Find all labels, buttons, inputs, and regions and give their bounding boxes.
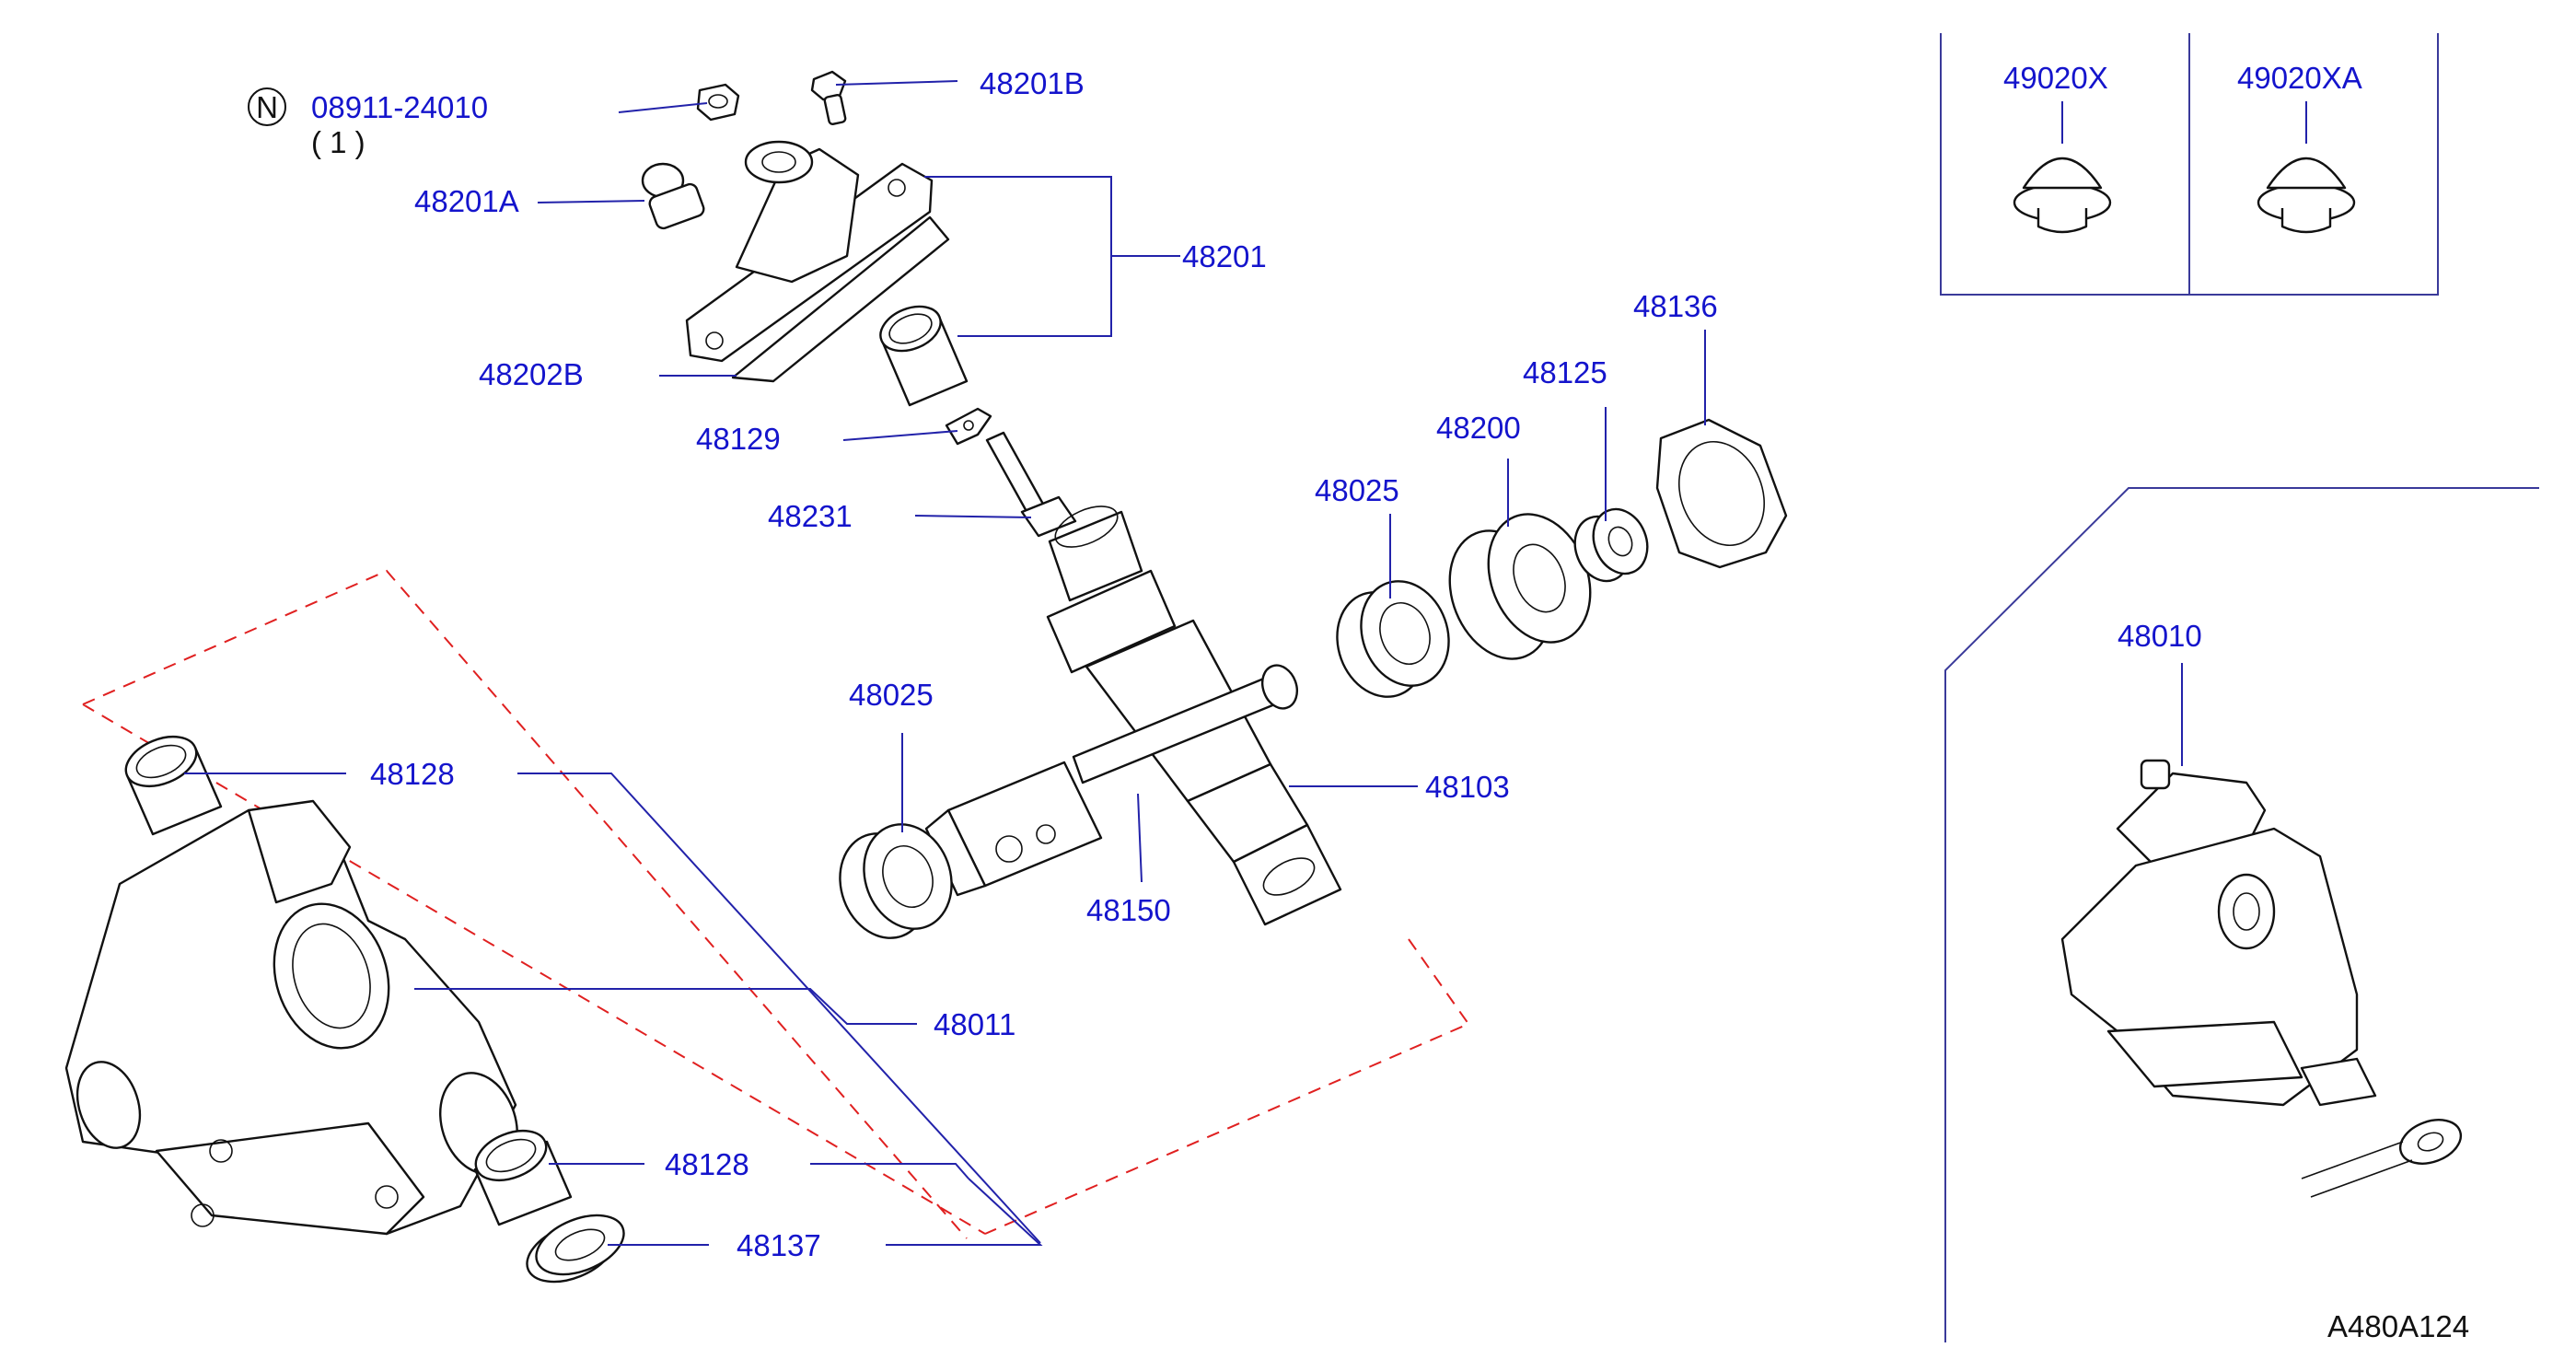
gear-assembly-48010-drawing: [2060, 759, 2463, 1198]
note-part-number: 08911-24010: [311, 90, 488, 124]
part-label-48137[interactable]: 48137: [737, 1228, 821, 1262]
part-label-48202B[interactable]: 48202B: [479, 357, 584, 391]
needle-bearing-48129-drawing: [879, 305, 969, 407]
note-symbol: N: [248, 87, 286, 126]
oil-seal-48137-drawing: [526, 1214, 625, 1284]
part-label-48011[interactable]: 48011: [934, 1007, 1015, 1041]
sector-cover-48201-drawing: [685, 140, 950, 383]
plug-49020XA-drawing: [2257, 157, 2356, 234]
adjusting-plug-48200-drawing: [1448, 513, 1592, 660]
plug-48201A-drawing: [641, 162, 705, 230]
diagram-reference-code: A480A124: [2327, 1309, 2469, 1343]
nut-drawing: [696, 83, 740, 122]
ball-bearing-48025-upper-drawing: [1336, 580, 1450, 698]
bolt-48201B-drawing: [810, 70, 847, 125]
note-symbol-letter: N: [256, 90, 278, 124]
part-label-48103[interactable]: 48103: [1425, 770, 1510, 804]
part-label-49020X[interactable]: 49020X: [2003, 61, 2108, 95]
part-label-48200[interactable]: 48200: [1436, 411, 1521, 445]
part-label-48128-upper[interactable]: 48128: [370, 757, 455, 791]
adjust-screw-48231-drawing: [985, 431, 1077, 538]
part-label-48201A[interactable]: 48201A: [414, 184, 519, 218]
subassembly-dashed-outline: [82, 569, 1470, 1239]
part-label-48150[interactable]: 48150: [1086, 893, 1171, 927]
part-label-48201[interactable]: 48201: [1182, 239, 1267, 273]
part-label-48136[interactable]: 48136: [1633, 289, 1718, 323]
note-quantity: ( 1 ): [311, 125, 366, 159]
plug-parts-frame: [1940, 33, 2439, 296]
part-label-48231[interactable]: 48231: [768, 499, 853, 533]
worm-shaft-48150-drawing: [924, 664, 1299, 897]
part-label-48128-lower[interactable]: 48128: [665, 1147, 749, 1181]
sector-shaft-48103-drawing: [1046, 505, 1342, 926]
part-label-48129[interactable]: 48129: [696, 422, 781, 456]
needle-bearing-48128-lower-drawing: [473, 1129, 573, 1226]
part-label-49020XA[interactable]: 49020XA: [2237, 61, 2362, 95]
part-label-48201B[interactable]: 48201B: [980, 66, 1085, 100]
part-label-48025-upper[interactable]: 48025: [1315, 473, 1399, 507]
gear-housing-48011-drawing: [64, 799, 518, 1236]
part-label-48125[interactable]: 48125: [1523, 355, 1607, 389]
bearing-48125-drawing: [1573, 507, 1649, 583]
plug-49020X-drawing: [2013, 157, 2112, 234]
assembly-frame: [1944, 487, 2539, 1342]
shim-drawing: [945, 407, 992, 446]
part-label-48010[interactable]: 48010: [2118, 619, 2202, 653]
ball-bearing-48025-lower-drawing: [839, 823, 953, 939]
needle-bearing-48128-upper-drawing: [124, 735, 223, 836]
leader-lines: [184, 80, 2307, 1246]
part-label-48025-lower[interactable]: 48025: [849, 678, 934, 712]
lock-nut-48136-drawing: [1655, 418, 1788, 569]
